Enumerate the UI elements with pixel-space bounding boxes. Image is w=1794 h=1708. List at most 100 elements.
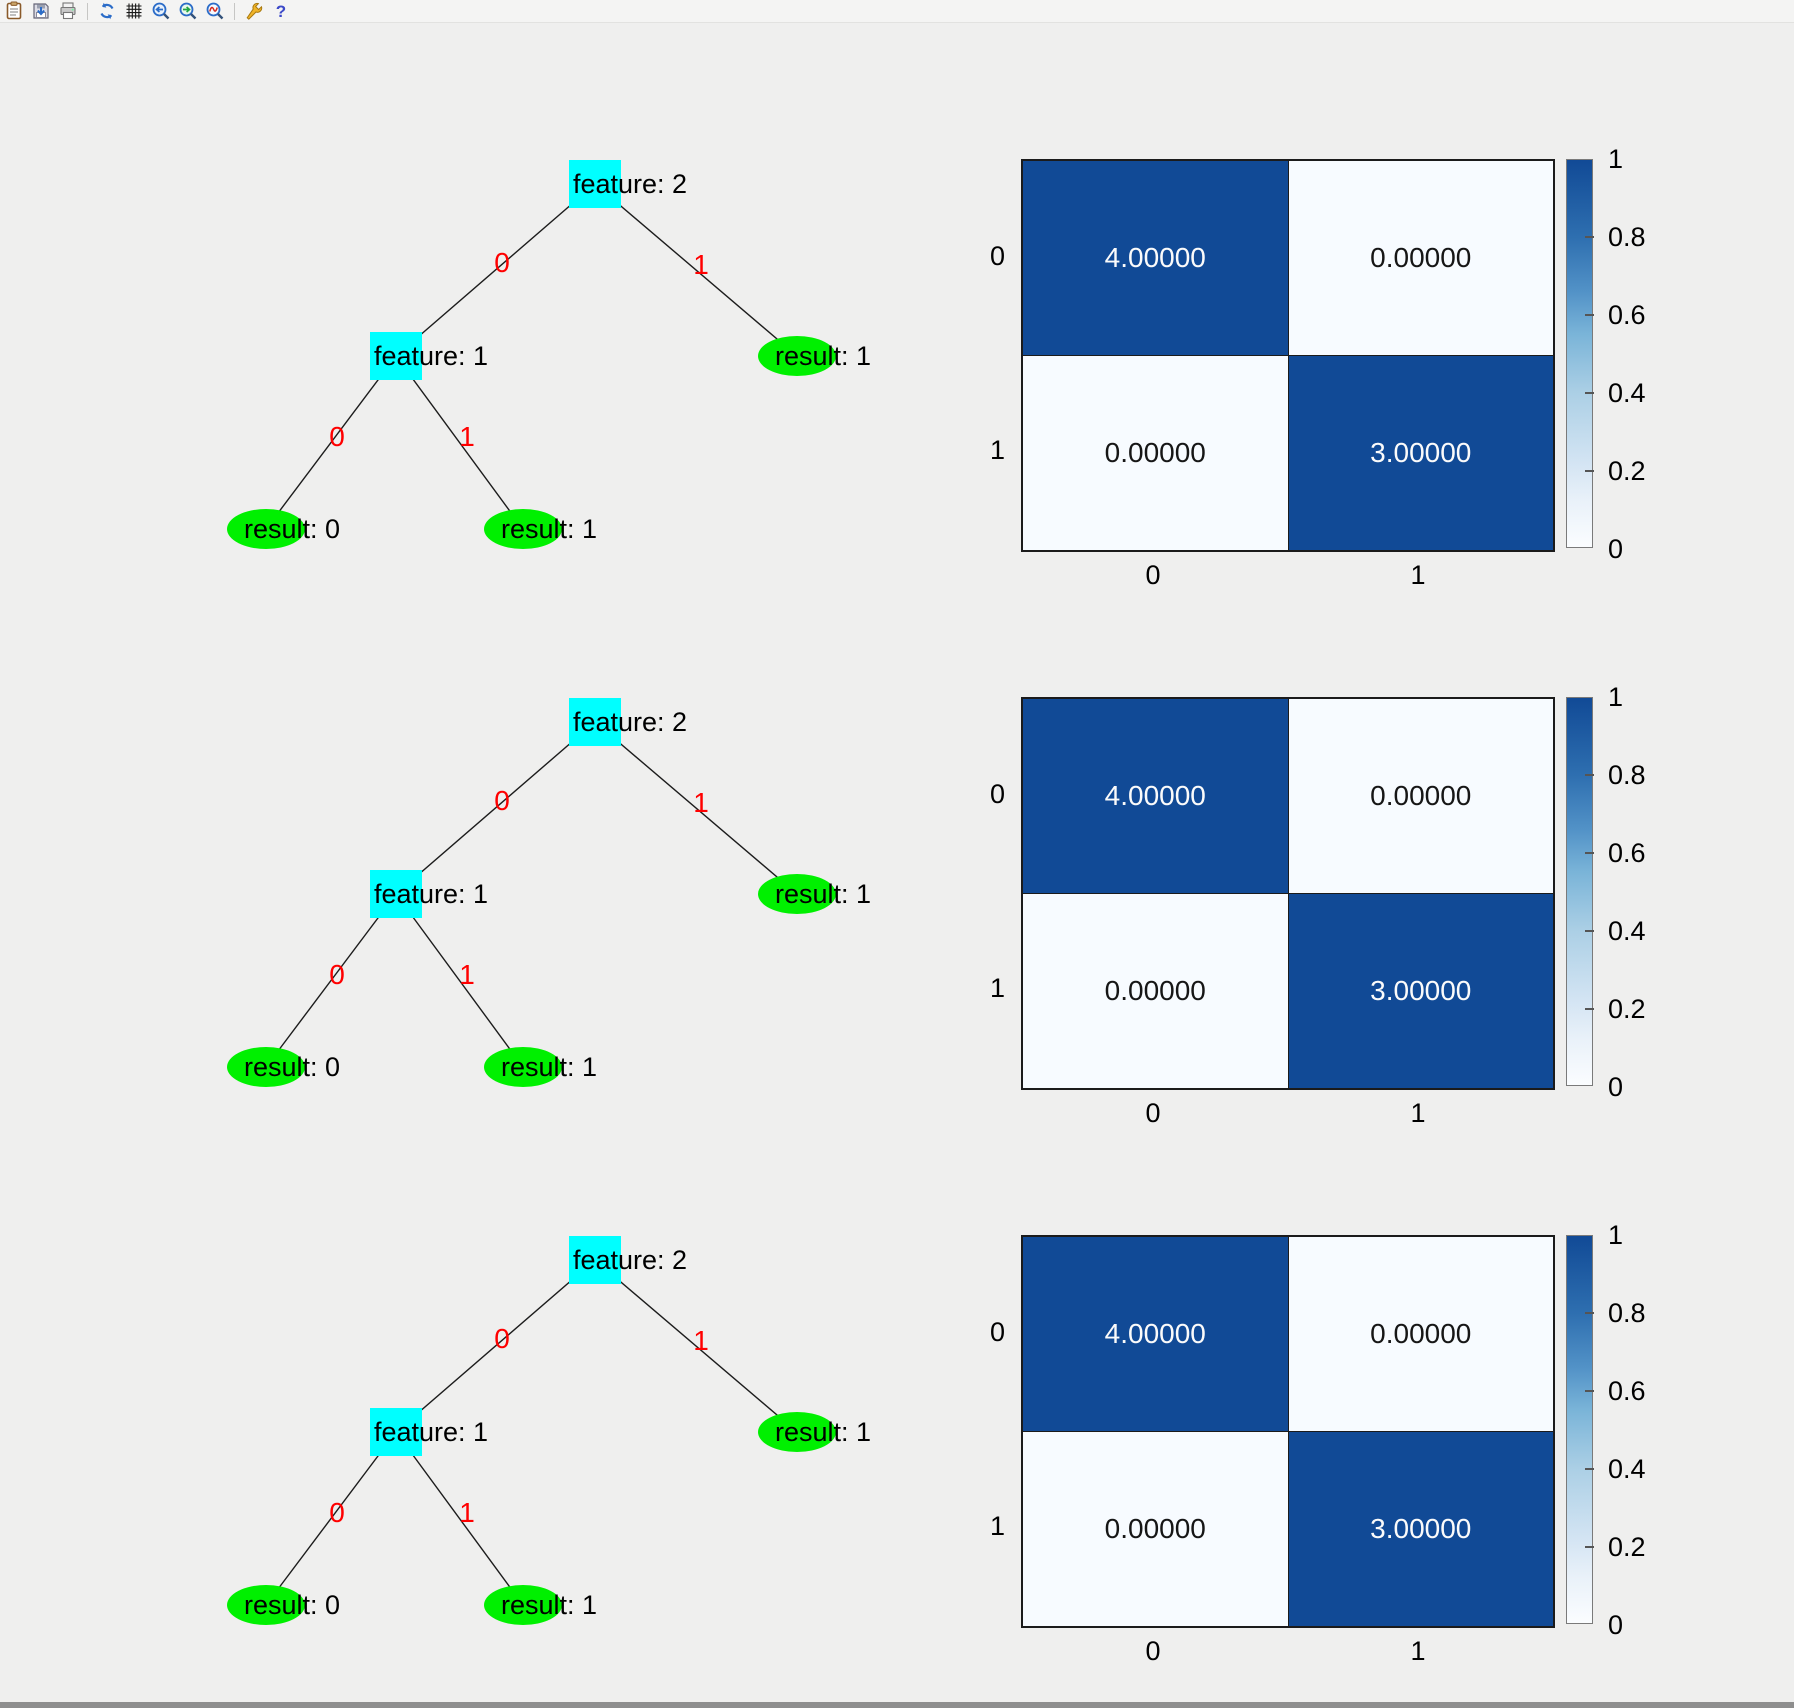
matrix-cell-0-0: 4.00000 xyxy=(1023,699,1288,893)
tree-leaf-middle xyxy=(484,1585,562,1625)
tree-node-internal xyxy=(370,1408,422,1456)
tree-leaf-middle-label: result: 1 xyxy=(501,1590,598,1620)
tree-leaf-left-label: result: 0 xyxy=(244,514,341,544)
tree-leaf-right xyxy=(758,1412,836,1452)
matrix-cell-1-0: 0.00000 xyxy=(1023,894,1288,1088)
rotate-icon[interactable] xyxy=(95,1,119,22)
colorbar-tick xyxy=(1585,930,1594,932)
tree-node-root xyxy=(569,160,621,208)
tree-node-root-label: feature: 2 xyxy=(573,169,688,199)
colorbar-tick-label: 0.4 xyxy=(1608,916,1646,946)
settings-icon[interactable] xyxy=(242,1,266,22)
save-icon[interactable] xyxy=(29,1,53,22)
matrix-cell-0-0: 4.00000 xyxy=(1023,161,1288,355)
colorbar-tick xyxy=(1585,1008,1594,1010)
colorbar-tick-label: 0.8 xyxy=(1608,1298,1646,1328)
colorbar-tick-label: 0 xyxy=(1608,534,1624,564)
y-axis-tick-label: 1 xyxy=(989,1511,1005,1541)
matrix-cell-0-1: 0.00000 xyxy=(1288,699,1553,893)
tree-leaf-middle-label: result: 1 xyxy=(501,1052,598,1082)
tree-leaf-left-label: result: 0 xyxy=(244,1052,341,1082)
colorbar xyxy=(1566,159,1593,548)
colorbar-tick xyxy=(1585,774,1594,776)
y-axis-tick-label: 1 xyxy=(989,435,1005,465)
colorbar-tick xyxy=(1585,314,1594,316)
colorbar-tick-label: 0.4 xyxy=(1608,1454,1646,1484)
x-axis-tick-label: 0 xyxy=(1145,560,1161,590)
tree-leaf-middle xyxy=(484,509,562,549)
tree-leaf-left xyxy=(227,1047,305,1087)
edge-label: 1 xyxy=(693,249,709,280)
colorbar-tick xyxy=(1585,1312,1594,1314)
edge-label: 0 xyxy=(494,785,510,816)
edge-label: 0 xyxy=(329,1497,345,1528)
colorbar-tick xyxy=(1585,236,1594,238)
grid-icon[interactable] xyxy=(122,1,146,22)
tree-leaf-right-label: result: 1 xyxy=(775,879,872,909)
autoscale-icon[interactable] xyxy=(203,1,227,22)
confusion-matrix: 4.00000 0.00000 0.00000 3.00000 xyxy=(1021,159,1555,552)
figure-row-2: feature: 2 feature: 1 result: 0 result: … xyxy=(0,538,1794,1148)
tree-leaf-right xyxy=(758,874,836,914)
x-axis-tick-label: 0 xyxy=(1145,1636,1161,1666)
edge-label: 0 xyxy=(494,247,510,278)
colorbar-tick xyxy=(1585,392,1594,394)
tree-leaf-left-label: result: 0 xyxy=(244,1590,341,1620)
tree-node-root-label: feature: 2 xyxy=(573,707,688,737)
figure-row-1: feature: 2 feature: 1 result: 0 result: … xyxy=(0,0,1794,610)
tree-node-internal-label: feature: 1 xyxy=(374,341,489,371)
toolbar-separator xyxy=(87,2,88,20)
tree-node-internal-label: feature: 1 xyxy=(374,879,489,909)
clipboard-icon[interactable] xyxy=(2,1,26,22)
colorbar-tick-label: 0.6 xyxy=(1608,300,1646,330)
edge-label: 1 xyxy=(693,1325,709,1356)
colorbar-tick xyxy=(1585,470,1594,472)
print-icon[interactable] xyxy=(56,1,80,22)
edge-label: 1 xyxy=(459,421,475,452)
y-axis-tick-label: 0 xyxy=(989,241,1005,271)
zoom-in-icon[interactable] xyxy=(176,1,200,22)
tree-edges xyxy=(265,183,798,530)
colorbar-tick-label: 0.4 xyxy=(1608,378,1646,408)
edge-label: 0 xyxy=(329,959,345,990)
tree-node-root xyxy=(569,1236,621,1284)
colorbar-tick-label: 1 xyxy=(1608,682,1624,712)
matrix-cell-1-1: 3.00000 xyxy=(1288,356,1553,550)
matrix-cell-1-1: 3.00000 xyxy=(1288,1432,1553,1626)
tree-leaf-middle xyxy=(484,1047,562,1087)
colorbar-tick-label: 0 xyxy=(1608,1610,1624,1640)
figure-row-3: feature: 2 feature: 1 result: 0 result: … xyxy=(0,1076,1794,1686)
colorbar xyxy=(1566,697,1593,1086)
matrix-cell-1-0: 0.00000 xyxy=(1023,356,1288,550)
colorbar-tick xyxy=(1585,1546,1594,1548)
colorbar-tick-label: 1 xyxy=(1608,1220,1624,1250)
tree-leaf-right-label: result: 1 xyxy=(775,1417,872,1447)
colorbar-tick-label: 0 xyxy=(1608,1072,1624,1102)
y-axis-tick-label: 0 xyxy=(989,779,1005,809)
colorbar-tick-label: 0.2 xyxy=(1608,994,1646,1024)
tree-node-internal xyxy=(370,332,422,380)
help-icon[interactable]: ? xyxy=(269,1,293,22)
edge-label: 1 xyxy=(693,787,709,818)
colorbar-tick-label: 0.6 xyxy=(1608,1376,1646,1406)
x-axis-tick-label: 1 xyxy=(1410,1098,1426,1128)
tree-edges xyxy=(265,721,798,1068)
colorbar-tick-label: 0.2 xyxy=(1608,456,1646,486)
colorbar-tick xyxy=(1585,1468,1594,1470)
matrix-cell-0-0: 4.00000 xyxy=(1023,1237,1288,1431)
tree-node-internal-label: feature: 1 xyxy=(374,1417,489,1447)
matrix-cell-0-1: 0.00000 xyxy=(1288,1237,1553,1431)
tree-leaf-left xyxy=(227,1585,305,1625)
confusion-matrix: 4.00000 0.00000 0.00000 3.00000 xyxy=(1021,1235,1555,1628)
colorbar-tick xyxy=(1585,1390,1594,1392)
figure-toolbar: ? xyxy=(0,0,1794,23)
x-axis-tick-label: 1 xyxy=(1410,560,1426,590)
zoom-out-icon[interactable] xyxy=(149,1,173,22)
tree-node-root-label: feature: 2 xyxy=(573,1245,688,1275)
tree-leaf-right xyxy=(758,336,836,376)
y-axis-tick-label: 0 xyxy=(989,1317,1005,1347)
tree-leaf-left xyxy=(227,509,305,549)
colorbar-tick-label: 0.2 xyxy=(1608,1532,1646,1562)
window-bottom-edge xyxy=(0,1702,1794,1708)
